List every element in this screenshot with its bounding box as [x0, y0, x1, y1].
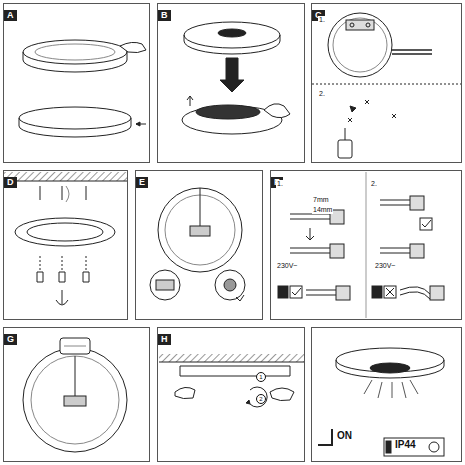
- step-letter: A: [4, 10, 17, 21]
- label: 230V~: [374, 262, 396, 270]
- usage-panel: [311, 327, 462, 462]
- label: 14mm: [312, 206, 333, 214]
- label: 7mm: [312, 196, 330, 204]
- step-panel: B: [157, 3, 305, 163]
- step-panel: E: [135, 170, 263, 320]
- label: 2.: [370, 180, 378, 188]
- step-panel: A: [3, 3, 150, 163]
- step-panel: H: [157, 327, 305, 462]
- step-letter: G: [4, 334, 17, 345]
- label: 1.: [318, 16, 326, 24]
- step-panel: D: [3, 170, 128, 320]
- callout-number: 1: [256, 372, 266, 382]
- label: 1.: [276, 180, 284, 188]
- label: IP44: [394, 441, 417, 449]
- step-letter: E: [136, 177, 148, 188]
- callout-number: 2: [256, 394, 266, 404]
- label: 2.: [318, 90, 326, 98]
- step-panel: F: [270, 170, 462, 320]
- label: 230V~: [276, 262, 298, 270]
- label: ON: [336, 432, 353, 440]
- step-letter: H: [158, 334, 171, 345]
- step-panel: C: [311, 3, 462, 163]
- step-panel: G: [3, 327, 150, 462]
- step-letter: B: [158, 10, 171, 21]
- step-letter: D: [4, 177, 17, 188]
